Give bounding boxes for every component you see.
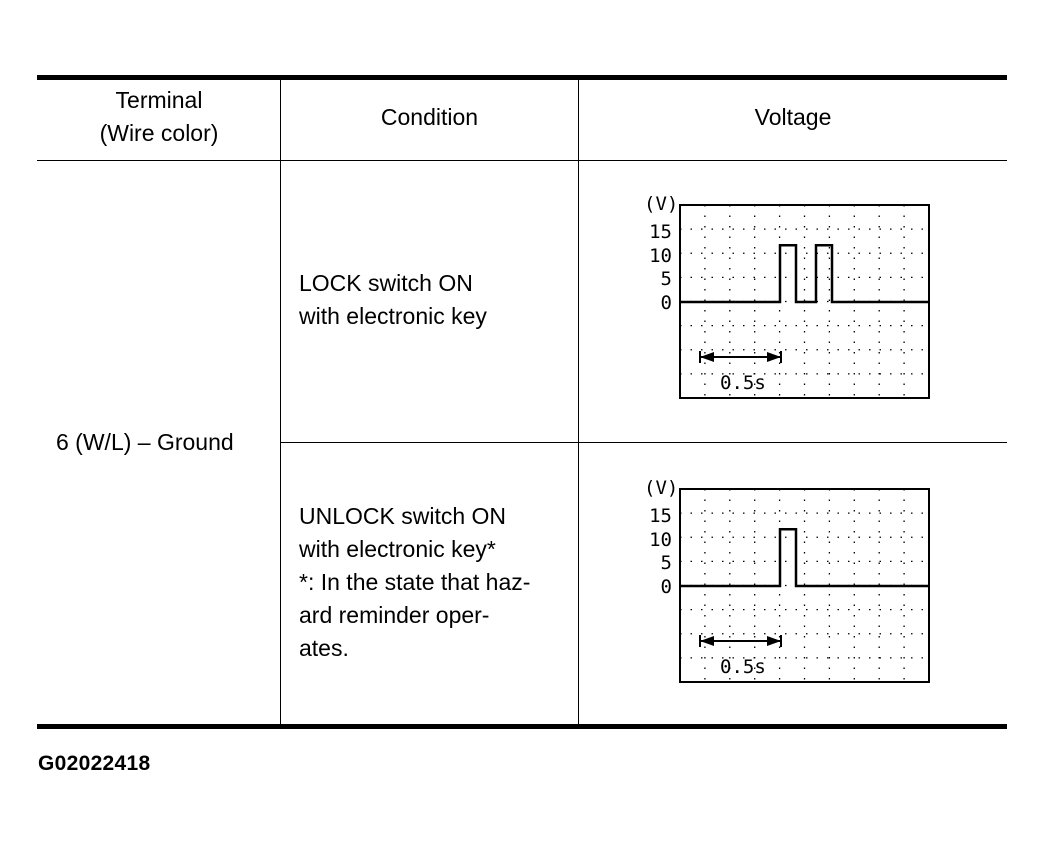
row-divider-rule — [281, 442, 1007, 443]
waveform-grid — [680, 205, 929, 398]
waveform-trace — [680, 527, 929, 588]
header-condition: Condition — [380, 104, 479, 130]
waveform-tick-5: 5 — [661, 268, 672, 290]
waveform-grid — [680, 489, 929, 682]
header-terminal: Terminal (Wire color) — [38, 84, 280, 150]
header-voltage: Voltage — [754, 104, 832, 130]
condition-unlock-line-1: UNLOCK switch ON — [299, 503, 507, 529]
header-terminal-line-2: (Wire color) — [99, 120, 219, 146]
time-scale-label: 0.5s — [720, 372, 766, 394]
column-divider-1 — [280, 78, 281, 725]
column-divider-2 — [578, 78, 579, 725]
condition-lock-line-2: with electronic key — [299, 303, 487, 329]
waveform-tick-10: 10 — [649, 529, 672, 551]
time-scale-arrow — [699, 351, 782, 363]
waveform-unit-label: (V) — [644, 477, 678, 499]
waveform-tick-15: 15 — [649, 221, 672, 243]
waveform-tick-5: 5 — [661, 552, 672, 574]
condition-unlock: UNLOCK switch ON with electronic key* *:… — [299, 500, 530, 665]
condition-unlock-line-4: ard reminder oper- — [299, 602, 490, 628]
waveform-tick-10: 10 — [649, 245, 672, 267]
time-scale-label: 0.5s — [720, 656, 766, 678]
header-bottom-rule — [37, 160, 1007, 161]
table-top-rule — [37, 75, 1007, 80]
waveform-unlock: (V) 15 10 5 0 0.5s — [644, 477, 930, 683]
waveform-unit-label: (V) — [644, 193, 678, 215]
waveform-tick-15: 15 — [649, 505, 672, 527]
waveform-trace — [680, 243, 929, 304]
waveform-tick-0: 0 — [661, 292, 672, 314]
condition-unlock-line-5: ates. — [299, 635, 349, 661]
condition-lock: LOCK switch ON with electronic key — [299, 267, 487, 333]
condition-lock-line-1: LOCK switch ON — [299, 270, 473, 296]
figure-id: G02022418 — [38, 752, 151, 775]
table-bottom-rule — [37, 724, 1007, 729]
condition-unlock-line-3: *: In the state that haz- — [299, 569, 531, 595]
condition-unlock-line-2: with electronic key* — [299, 536, 496, 562]
header-terminal-line-1: Terminal — [115, 87, 203, 113]
waveform-tick-0: 0 — [661, 576, 672, 598]
waveform-lock: (V) 15 10 5 0 0.5s — [644, 193, 930, 399]
terminal-cell: 6 (W/L) – Ground — [56, 429, 234, 455]
time-scale-arrow — [699, 635, 782, 647]
